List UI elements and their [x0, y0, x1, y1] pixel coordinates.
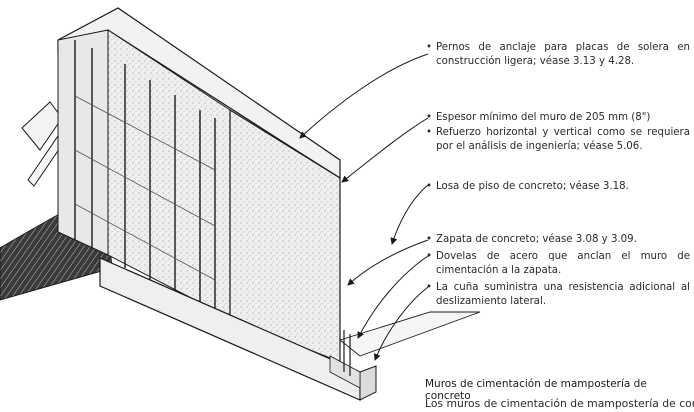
leader-floor-slab	[390, 184, 429, 245]
annotation-reinforcement: • Refuerzo horizontal y vertical como se…	[426, 126, 690, 154]
bullet: •	[426, 234, 433, 245]
annotation-text: Losa de piso de concreto; véase 3.18.	[436, 181, 629, 192]
caption-body: Los muros de cimentación de mampostería …	[425, 397, 694, 410]
leader-lines	[299, 53, 429, 361]
bullet: •	[426, 181, 433, 192]
annotation-wall-thickness: • Espesor mínimo del muro de 205 mm (8")	[426, 111, 690, 125]
leader-anchor-bolts	[299, 53, 429, 139]
annotation-text: Dovelas de acero que anclan el muro de c…	[436, 251, 690, 276]
bullet: •	[426, 282, 433, 293]
annotation-dowels: • Dovelas de acero que anclan el muro de…	[426, 250, 690, 278]
annotation-key: • La cuña suministra una resistencia adi…	[426, 281, 690, 309]
annotation-footing: • Zapata de concreto; véase 3.08 y 3.09.	[426, 233, 690, 247]
bullet: •	[426, 112, 433, 123]
leader-dowels	[357, 255, 429, 339]
bullet: •	[426, 42, 433, 53]
caption-title: Muros de cimentación de mampostería de c…	[425, 378, 647, 402]
leader-footing	[347, 239, 429, 286]
annotation-text: Zapata de concreto; véase 3.08 y 3.09.	[436, 234, 637, 245]
annotation-text: Pernos de anclaje para placas de solera …	[436, 42, 690, 67]
annotation-anchor-bolts: • Pernos de anclaje para placas de soler…	[426, 41, 690, 69]
annotation-text: La cuña suministra una resistencia adici…	[436, 282, 690, 307]
dowel-bars	[343, 330, 351, 376]
annotation-floor-slab: • Losa de piso de concreto; véase 3.18.	[426, 180, 690, 194]
leader-wall-thickness	[341, 117, 429, 183]
annotation-text: Refuerzo horizontal y vertical como se r…	[436, 127, 690, 152]
bullet: •	[426, 127, 433, 138]
bullet: •	[426, 251, 433, 262]
leader-key	[373, 286, 429, 361]
floor-slab-drawing	[339, 311, 481, 357]
annotation-text: Espesor mínimo del muro de 205 mm (8")	[436, 112, 651, 123]
footing	[99, 257, 377, 401]
